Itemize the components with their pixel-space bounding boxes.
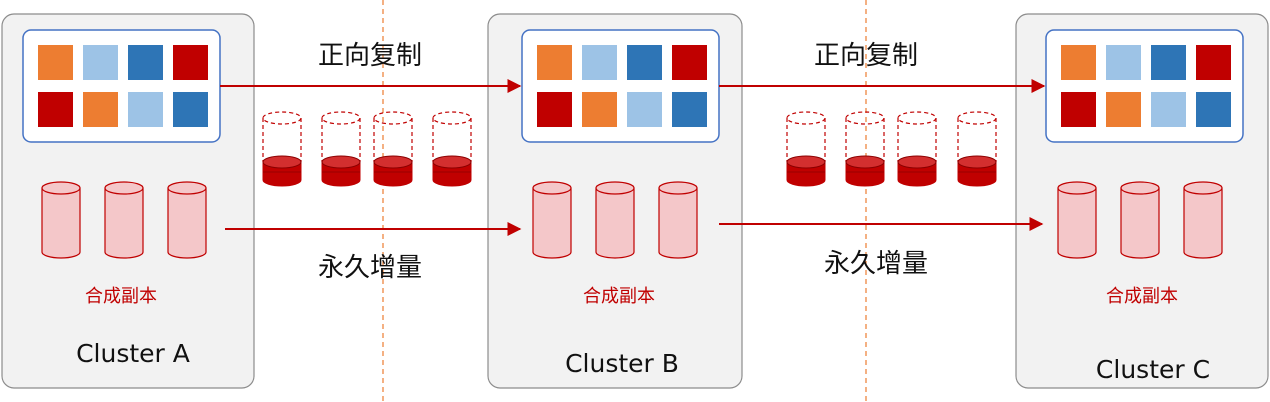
transfer-cylinder bbox=[897, 111, 937, 187]
transfer-cylinder bbox=[321, 111, 361, 187]
cluster-a-grid-cell bbox=[173, 92, 208, 127]
cluster-c-replica-cylinder bbox=[1057, 181, 1097, 259]
cluster-a-replica-label: 合成副本 bbox=[85, 286, 157, 307]
cluster-c-replica-cylinder bbox=[1183, 181, 1223, 259]
cluster-a-replica-cylinder bbox=[41, 181, 81, 259]
cluster-a-replica-cylinder bbox=[104, 181, 144, 259]
cluster-b-grid-cell bbox=[672, 92, 707, 127]
cluster-c-replica-cylinders bbox=[1057, 181, 1223, 259]
cluster-a-grid-cell bbox=[83, 45, 118, 80]
cluster-b-grid-cell bbox=[537, 45, 572, 80]
cluster-c-grid-cell bbox=[1106, 45, 1141, 80]
transfer-cylinders-1 bbox=[262, 111, 472, 187]
cluster-a-grid-cell bbox=[38, 45, 73, 80]
cluster-a-grid-cell bbox=[173, 45, 208, 80]
cluster-b-replica-label: 合成副本 bbox=[583, 286, 655, 307]
forward-replication-label-2: 正向复制 bbox=[814, 41, 918, 71]
cluster-b-grid-cell bbox=[537, 92, 572, 127]
cluster-a-grid-cell bbox=[128, 92, 163, 127]
cluster-b-grid-cell bbox=[582, 45, 617, 80]
cluster-a-grid-cell bbox=[38, 92, 73, 127]
incremental-label-1: 永久增量 bbox=[318, 253, 422, 283]
cluster-c-grid-cell bbox=[1151, 92, 1186, 127]
cluster-a-replica-cylinders bbox=[41, 181, 207, 259]
cluster-c-grid-cells bbox=[1061, 45, 1231, 127]
cluster-c-replica-cylinder bbox=[1120, 181, 1160, 259]
transfer-cylinder bbox=[786, 111, 826, 187]
cluster-c-grid-cell bbox=[1151, 45, 1186, 80]
cluster-a-grid-cells bbox=[38, 45, 208, 127]
forward-replication-label-1: 正向复制 bbox=[318, 41, 422, 71]
cluster-b-replica-cylinder bbox=[532, 181, 572, 259]
transfer-cylinder bbox=[957, 111, 997, 187]
cluster-c-grid-cell bbox=[1061, 92, 1096, 127]
transfer-cylinder bbox=[373, 111, 413, 187]
cluster-a-name: Cluster A bbox=[76, 339, 190, 368]
cluster-b-grid-cell bbox=[672, 45, 707, 80]
cluster-c-replica-label: 合成副本 bbox=[1106, 286, 1178, 307]
transfer-cylinder bbox=[262, 111, 302, 187]
flow-b-to-c: 正向复制 永久增量 bbox=[719, 41, 1046, 279]
cluster-b-grid-cell bbox=[582, 92, 617, 127]
cluster-c-name: Cluster C bbox=[1096, 355, 1210, 384]
cluster-a-grid-cell bbox=[83, 92, 118, 127]
cluster-b-replica-cylinders bbox=[532, 181, 698, 259]
cluster-a-replica-cylinder bbox=[167, 181, 207, 259]
transfer-cylinder bbox=[845, 111, 885, 187]
cluster-b: 合成副本 Cluster B bbox=[487, 13, 743, 389]
cluster-c-grid-cell bbox=[1106, 92, 1141, 127]
cluster-b-replica-cylinder bbox=[658, 181, 698, 259]
cluster-a: 合成副本 Cluster A bbox=[1, 13, 255, 389]
cluster-b-grid-cell bbox=[627, 45, 662, 80]
cluster-b-grid-cell bbox=[627, 92, 662, 127]
cluster-b-replica-cylinder bbox=[595, 181, 635, 259]
transfer-cylinder bbox=[432, 111, 472, 187]
cluster-c-grid-cell bbox=[1061, 45, 1096, 80]
cluster-b-grid-cells bbox=[537, 45, 707, 127]
incremental-label-2: 永久增量 bbox=[824, 249, 928, 279]
cluster-c-grid-cell bbox=[1196, 92, 1231, 127]
flow-a-to-b: 正向复制 永久增量 bbox=[220, 41, 522, 283]
cluster-b-name: Cluster B bbox=[565, 349, 679, 378]
cluster-c-grid-cell bbox=[1196, 45, 1231, 80]
cluster-c: 合成副本 Cluster C bbox=[1015, 13, 1269, 389]
cluster-a-grid-cell bbox=[128, 45, 163, 80]
transfer-cylinders-2 bbox=[786, 111, 997, 187]
